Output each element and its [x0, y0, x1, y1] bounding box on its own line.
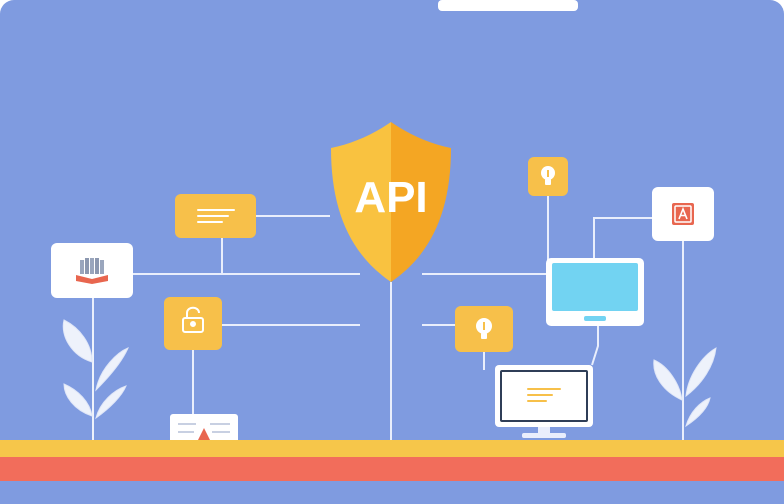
plant-left-icon: [62, 319, 129, 440]
connector-lines: [92, 196, 684, 440]
ground-stripe-yellow: [0, 440, 784, 457]
card-icon: [170, 414, 238, 444]
ground-base: [0, 481, 784, 504]
bulb-card-top: [528, 157, 568, 196]
padlock-card: [164, 297, 222, 350]
letter-a-badge-icon: [672, 203, 694, 225]
bulb-icon: [476, 318, 492, 339]
laptop-icon: [495, 365, 593, 438]
top-tab: [438, 0, 578, 11]
books-card: [51, 243, 133, 298]
plant-right-icon: [653, 347, 717, 428]
document-lines-icon: [197, 209, 235, 223]
api-label: API: [354, 173, 427, 222]
bulb-icon: [541, 166, 555, 185]
ground-stripe-coral: [0, 457, 784, 481]
monitor-icon: [546, 258, 644, 326]
document-card: [175, 194, 256, 238]
books-icon: [76, 258, 108, 284]
letter-badge-card: [652, 187, 714, 241]
api-shield-icon: API: [331, 122, 451, 282]
bulb-card-middle: [455, 306, 513, 352]
padlock-icon: [182, 306, 204, 333]
